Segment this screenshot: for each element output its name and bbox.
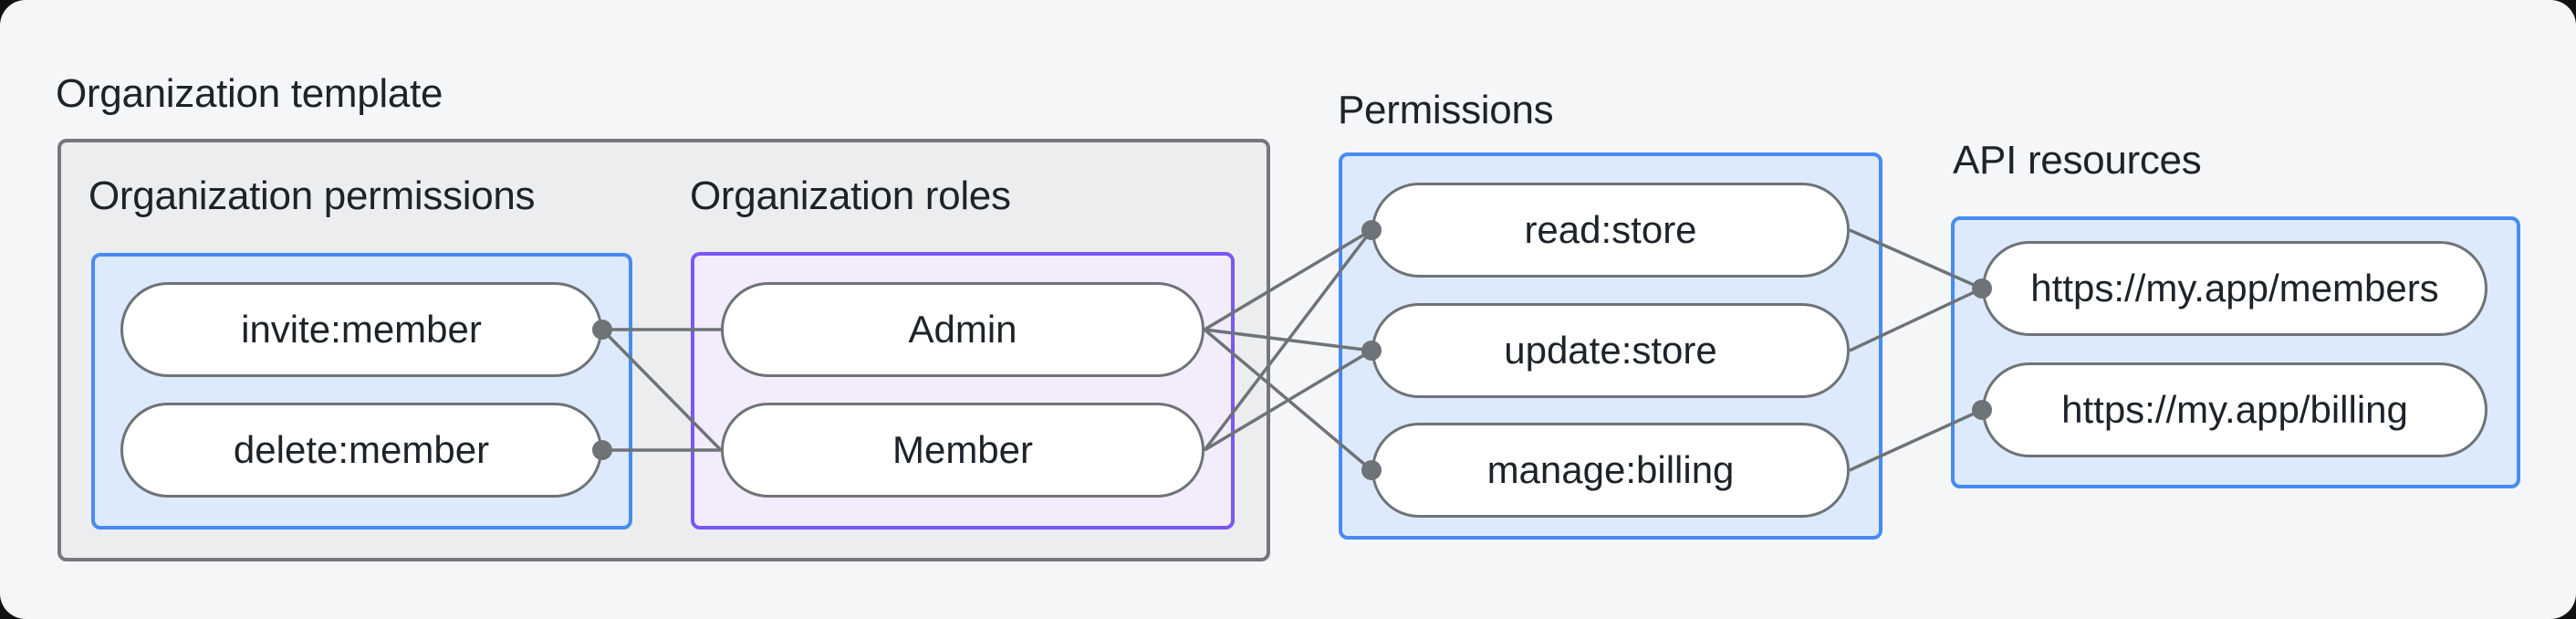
pill-read-store: read:store <box>1371 183 1850 278</box>
pill-manage-billing-label: manage:billing <box>1486 448 1735 491</box>
pill-invite-member-label: invite:member <box>241 308 482 351</box>
pill-admin-role-label: Admin <box>908 308 1017 351</box>
pill-manage-billing: manage:billing <box>1371 423 1850 518</box>
pill-member-role: Member <box>721 403 1205 498</box>
pill-update-store-label: update:store <box>1504 329 1717 372</box>
diagram-title: Organization template <box>56 71 443 116</box>
pill-api-billing-label: https://my.app/billing <box>2061 388 2408 431</box>
pill-api-members: https://my.app/members <box>1982 241 2487 336</box>
pill-invite-member: invite:member <box>120 282 602 377</box>
pill-api-members-label: https://my.app/members <box>2030 267 2439 310</box>
pill-delete-member: delete:member <box>120 403 602 498</box>
pill-update-store: update:store <box>1371 303 1850 398</box>
permissions-heading: Permissions <box>1338 88 1554 132</box>
pill-delete-member-label: delete:member <box>233 428 490 471</box>
organization-roles-heading: Organization roles <box>690 173 1011 218</box>
pill-api-billing: https://my.app/billing <box>1982 362 2487 457</box>
api-resources-heading: API resources <box>1953 138 2202 183</box>
pill-member-role-label: Member <box>892 428 1034 471</box>
pill-read-store-label: read:store <box>1524 208 1697 251</box>
pill-admin-role: Admin <box>721 282 1205 377</box>
organization-permissions-heading: Organization permissions <box>89 173 536 218</box>
